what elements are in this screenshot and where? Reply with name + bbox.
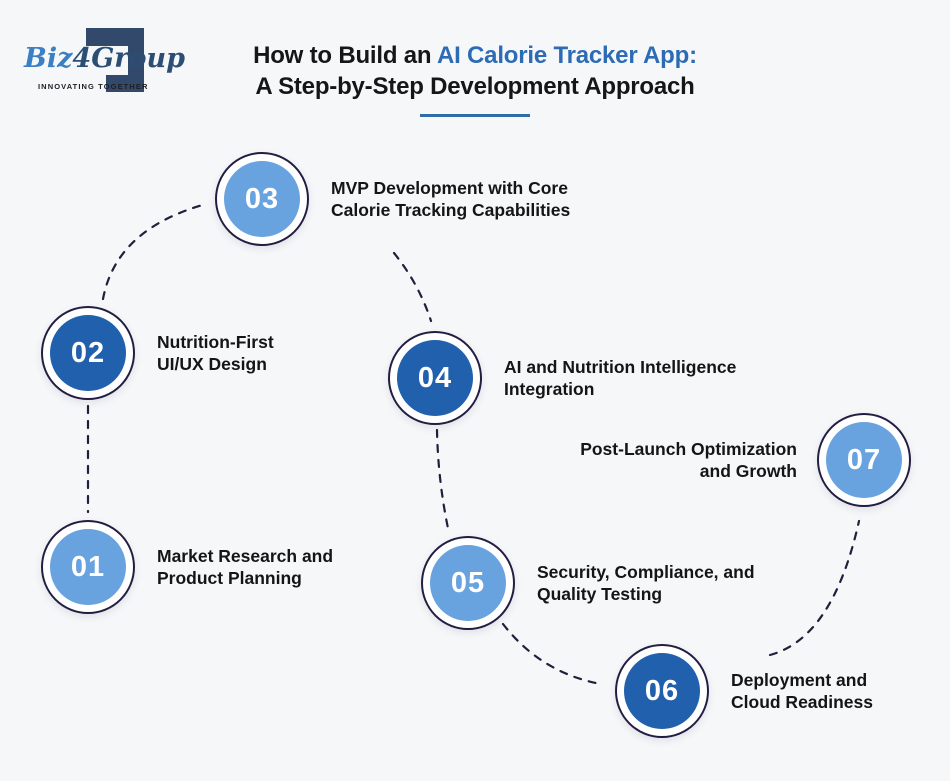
step-circle-06: 06 — [615, 644, 709, 738]
step-label-05: Security, Compliance, and Quality Testin… — [537, 561, 755, 605]
step-circle-04: 04 — [388, 331, 482, 425]
step-circle-02: 02 — [41, 306, 135, 400]
step-label-line1: AI and Nutrition Intelligence — [504, 357, 737, 377]
logo-wordmark: Biz4Group — [24, 44, 185, 74]
step-circle-07: 07 — [817, 413, 911, 507]
step-label-03: MVP Development with Core Calorie Tracki… — [331, 177, 570, 221]
step-label-07: Post-Launch Optimization and Growth — [580, 438, 797, 482]
step-number: 04 — [417, 361, 453, 394]
title-line1-prefix: How to Build an — [253, 42, 437, 69]
step-label-line1: Security, Compliance, and — [537, 562, 755, 582]
step-circle-fill: 07 — [826, 422, 902, 498]
connector-03-04 — [392, 251, 433, 323]
step-number: 03 — [244, 182, 280, 215]
step-circle-03: 03 — [215, 152, 309, 246]
brand-logo: Biz4Group INNOVATING TOGETHER — [10, 20, 185, 100]
step-circle-fill: 04 — [397, 340, 473, 416]
step-label-06: Deployment and Cloud Readiness — [731, 669, 873, 713]
logo-word-four: 4 — [72, 43, 92, 74]
step-label-line2: UI/UX Design — [157, 354, 267, 374]
step-label-line1: Deployment and — [731, 670, 868, 690]
step-label-line1: Post-Launch Optimization — [580, 439, 797, 459]
step-circle-fill: 01 — [50, 529, 126, 605]
step-circle-fill: 05 — [430, 545, 506, 621]
step-circle-fill: 02 — [50, 315, 126, 391]
step-number: 07 — [846, 443, 882, 476]
step-node-01: 01 Market Research and Product Planning — [41, 520, 333, 614]
connector-04-05 — [435, 428, 451, 535]
page-title: How to Build an AI Calorie Tracker App: … — [0, 40, 950, 117]
title-line1: How to Build an AI Calorie Tracker App: — [0, 40, 950, 71]
step-label-line2: Quality Testing — [537, 584, 663, 604]
step-label-line1: Market Research and — [157, 546, 334, 566]
step-number: 05 — [450, 566, 486, 599]
title-line2: A Step-by-Step Development Approach — [255, 73, 695, 100]
step-label-02: Nutrition-First UI/UX Design — [157, 331, 274, 375]
step-number: 01 — [70, 550, 106, 583]
step-label-line2: Product Planning — [157, 568, 302, 588]
step-label-01: Market Research and Product Planning — [157, 545, 333, 589]
step-node-05: 05 Security, Compliance, and Quality Tes… — [421, 536, 755, 630]
step-circle-fill: 03 — [224, 161, 300, 237]
step-label-line1: Nutrition-First — [157, 332, 274, 352]
step-circle-fill: 06 — [624, 653, 700, 729]
connector-02-03 — [101, 202, 208, 301]
connector-06-07 — [768, 519, 861, 657]
step-label-04: AI and Nutrition Intelligence Integratio… — [504, 356, 736, 400]
logo-word-group: Group — [91, 43, 186, 74]
logo-bracket-icon — [86, 28, 144, 92]
step-circle-05: 05 — [421, 536, 515, 630]
title-line1-highlight: AI Calorie Tracker App: — [436, 42, 697, 69]
step-node-06: 06 Deployment and Cloud Readiness — [615, 644, 873, 738]
step-label-line1: MVP Development with Core — [331, 178, 568, 198]
step-node-04: 04 AI and Nutrition Intelligence Integra… — [388, 331, 736, 425]
step-node-07: 07 Post-Launch Optimization and Growth — [580, 413, 911, 507]
step-label-line2: Cloud Readiness — [731, 692, 873, 712]
step-label-line2: and Growth — [699, 461, 797, 481]
step-number: 02 — [70, 336, 106, 369]
logo-tagline: INNOVATING TOGETHER — [38, 82, 149, 91]
title-underline — [420, 114, 530, 117]
step-node-03: 03 MVP Development with Core Calorie Tra… — [215, 152, 570, 246]
connector-05-06 — [501, 622, 603, 686]
step-node-02: 02 Nutrition-First UI/UX Design — [41, 306, 274, 400]
step-label-line2: Calorie Tracking Capabilities — [331, 200, 571, 220]
step-number: 06 — [644, 674, 680, 707]
logo-word-biz: Biz — [24, 43, 73, 74]
step-label-line2: Integration — [504, 379, 595, 399]
step-circle-01: 01 — [41, 520, 135, 614]
